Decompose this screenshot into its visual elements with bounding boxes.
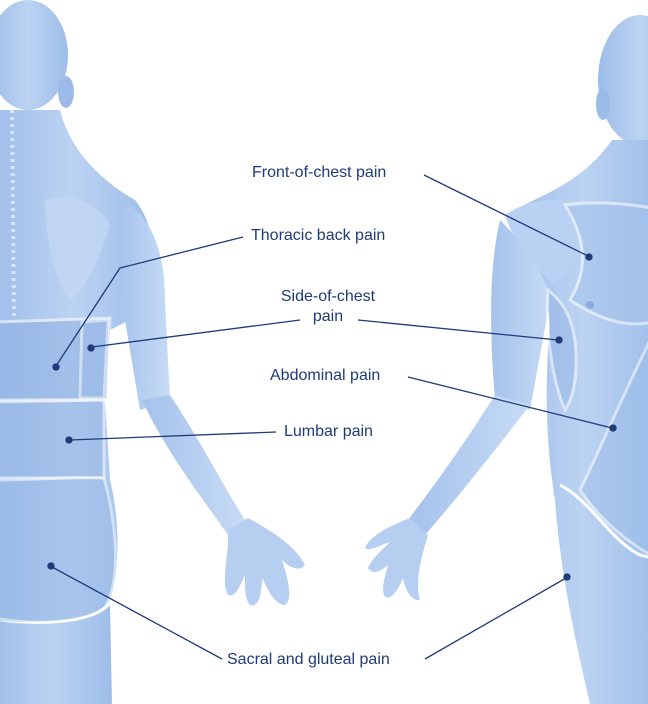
back-hand xyxy=(224,518,305,606)
back-forearm xyxy=(142,395,245,535)
leader-side-chest-back xyxy=(91,319,301,348)
back-head xyxy=(0,0,68,110)
back-upper-arm xyxy=(116,200,170,410)
back-region-sacral xyxy=(0,475,117,624)
front-upper-arm xyxy=(491,220,550,410)
leader-thoracic-b xyxy=(55,267,121,367)
label-front-of-chest-pain: Front-of-chest pain xyxy=(252,164,387,181)
leader-thoracic-a xyxy=(119,236,244,269)
front-groin-line xyxy=(559,483,648,559)
front-figure xyxy=(365,15,648,704)
label-side-of-chest-pain: Side-of-chest pain xyxy=(270,287,386,327)
leader-front-chest xyxy=(423,174,589,257)
dot-front-chest xyxy=(585,253,593,261)
back-region-side-chest xyxy=(78,318,110,400)
back-legs xyxy=(0,605,112,704)
front-region-side-chest xyxy=(545,286,578,414)
back-spine xyxy=(10,109,16,321)
back-scapula xyxy=(45,196,110,300)
leader-lines xyxy=(47,174,617,660)
label-sacral-and-gluteal-pain: Sacral and gluteal pain xyxy=(227,651,390,668)
dot-sacral-front xyxy=(563,573,571,581)
label-lumbar-pain: Lumbar pain xyxy=(284,423,373,440)
label-side-of-chest-line2: pain xyxy=(312,308,344,325)
label-abdominal-pain: Abdominal pain xyxy=(270,367,381,384)
front-region-abdominal xyxy=(578,340,648,556)
dot-sacral-back xyxy=(47,562,55,570)
label-thoracic-back-pain: Thoracic back pain xyxy=(251,227,386,244)
front-ear xyxy=(596,88,610,120)
back-region-lumbar xyxy=(0,398,106,480)
label-side-of-chest-line1: Side-of-chest xyxy=(280,288,376,305)
back-ear xyxy=(58,76,74,108)
leader-sacral-back xyxy=(51,566,223,660)
front-region-chest xyxy=(562,201,648,326)
dot-thoracic xyxy=(52,363,60,371)
leader-lumbar xyxy=(69,431,277,441)
dot-lumbar xyxy=(65,436,73,444)
leader-sacral-front xyxy=(424,577,567,660)
front-hand xyxy=(365,518,428,601)
back-figure xyxy=(0,0,305,704)
dot-side-chest-back xyxy=(87,344,95,352)
front-forearm xyxy=(408,395,530,535)
leader-abdominal xyxy=(407,376,613,429)
dot-side-chest-front xyxy=(555,336,563,344)
leader-side-chest-front xyxy=(357,319,559,341)
dot-abdominal xyxy=(609,424,617,432)
front-shoulder xyxy=(505,200,585,285)
front-head xyxy=(598,15,648,145)
front-nipple xyxy=(586,301,594,309)
